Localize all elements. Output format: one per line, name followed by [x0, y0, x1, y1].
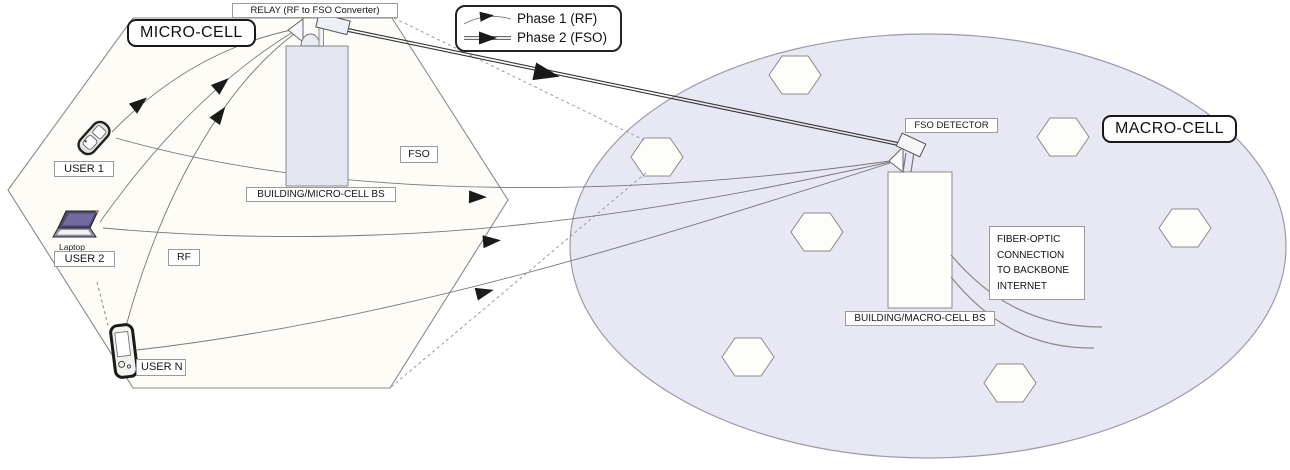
- legend-phase1-row: Phase 1 (RF): [461, 9, 614, 28]
- detector-mast-icon: [910, 151, 915, 173]
- fso-detector-label: FSO DETECTOR: [905, 118, 998, 133]
- userN-pda-icon: [109, 323, 139, 379]
- cell-hexagon: [721, 337, 775, 377]
- laptop-caption: Laptop: [59, 242, 85, 252]
- fiber-note-line: INTERNET: [997, 280, 1047, 292]
- fiber-cable: [950, 254, 1103, 328]
- rf-arc-user2-relay: [99, 31, 294, 223]
- rf-links-to-macro: [102, 137, 891, 351]
- legend-phase2-row: Phase 2 (FSO): [461, 28, 614, 47]
- user2-label: USER 2: [54, 251, 115, 267]
- fiber-note-line: FIBER-OPTIC: [997, 234, 1061, 245]
- fso-beam-line: [347, 30, 899, 146]
- user1-flip-phone-icon: [77, 120, 111, 156]
- micro-cell-building: [285, 45, 349, 187]
- fiber-cable: [950, 276, 1095, 349]
- micro-cell-title: MICRO-CELL: [127, 19, 256, 47]
- projection-dotted-line-bottom: [390, 171, 648, 388]
- relay-label: RELAY (RF to FSO Converter): [232, 3, 398, 18]
- macro-cell-hexagon-cells: [630, 55, 1212, 403]
- macro-building-label: BUILDING/MACRO-CELL BS: [845, 311, 995, 326]
- legend-phase1-label: Phase 1 (RF): [517, 10, 598, 26]
- micro-cell-hexagon: [7, 17, 509, 389]
- fiber-note-line: TO BACKBONE: [997, 265, 1070, 276]
- cell-hexagon: [1158, 208, 1212, 248]
- rf-arc-user2-macro: [102, 161, 891, 238]
- macro-cell-title: MACRO-CELL: [1102, 115, 1237, 143]
- fso-beam: [347, 28, 899, 146]
- micro-cell-building-group: [285, 12, 351, 187]
- cell-hexagon: [1036, 117, 1090, 157]
- rf-arrowhead: [482, 235, 501, 249]
- rf-zone-label: RF: [168, 249, 200, 266]
- fso-zone-label: FSO: [400, 146, 438, 163]
- user2-laptop-icon: [52, 210, 99, 238]
- legend-phase2-label: Phase 2 (FSO): [517, 29, 608, 45]
- macro-rf-horn-antenna-icon: [888, 145, 904, 174]
- micro-building-label: BUILDING/MICRO-CELL BS: [246, 187, 396, 202]
- projection-dotted-line-top: [393, 17, 645, 141]
- cell-hexagon: [983, 363, 1037, 403]
- rf-arrowhead: [474, 287, 494, 301]
- rf-links-to-relay: [99, 29, 295, 331]
- rf-arrowhead: [468, 190, 487, 204]
- fso-arrowhead: [532, 62, 560, 81]
- cell-hexagon-microcell-origin: [630, 137, 684, 177]
- rf-arc-userN-macro: [136, 162, 891, 351]
- detector-mast-icon: [902, 152, 907, 173]
- fiber-note-line: CONNECTION: [997, 249, 1065, 261]
- fso-beam-line: [347, 28, 899, 144]
- relay-rf-horn-antenna-icon: [287, 18, 304, 44]
- legend: Phase 1 (RF) Phase 2 (FSO): [455, 5, 622, 52]
- phase1-rf-arrow-icon: [463, 11, 512, 24]
- rf-arc-user1-macro: [115, 137, 891, 188]
- rf-arrowheads: [128, 78, 501, 301]
- rf-arrowhead: [128, 97, 147, 114]
- rf-arc-userN-relay: [124, 33, 295, 331]
- cell-hexagon: [790, 212, 844, 252]
- fso-detector-icon: [895, 132, 927, 158]
- rf-arrowhead: [209, 106, 226, 126]
- cell-hexagon: [768, 55, 822, 95]
- fiber-optic-note: FIBER-OPTIC CONNECTION TO BACKBONE INTER…: [989, 226, 1085, 300]
- user1-label: USER 1: [54, 161, 114, 177]
- macro-cell-building-group: [887, 132, 953, 309]
- userN-label: USER N: [136, 359, 186, 376]
- macro-cell-building: [887, 171, 953, 309]
- phase2-fso-arrow-icon: [464, 31, 511, 44]
- rf-arc-user1-relay: [111, 29, 292, 133]
- rf-arrowhead: [210, 78, 229, 95]
